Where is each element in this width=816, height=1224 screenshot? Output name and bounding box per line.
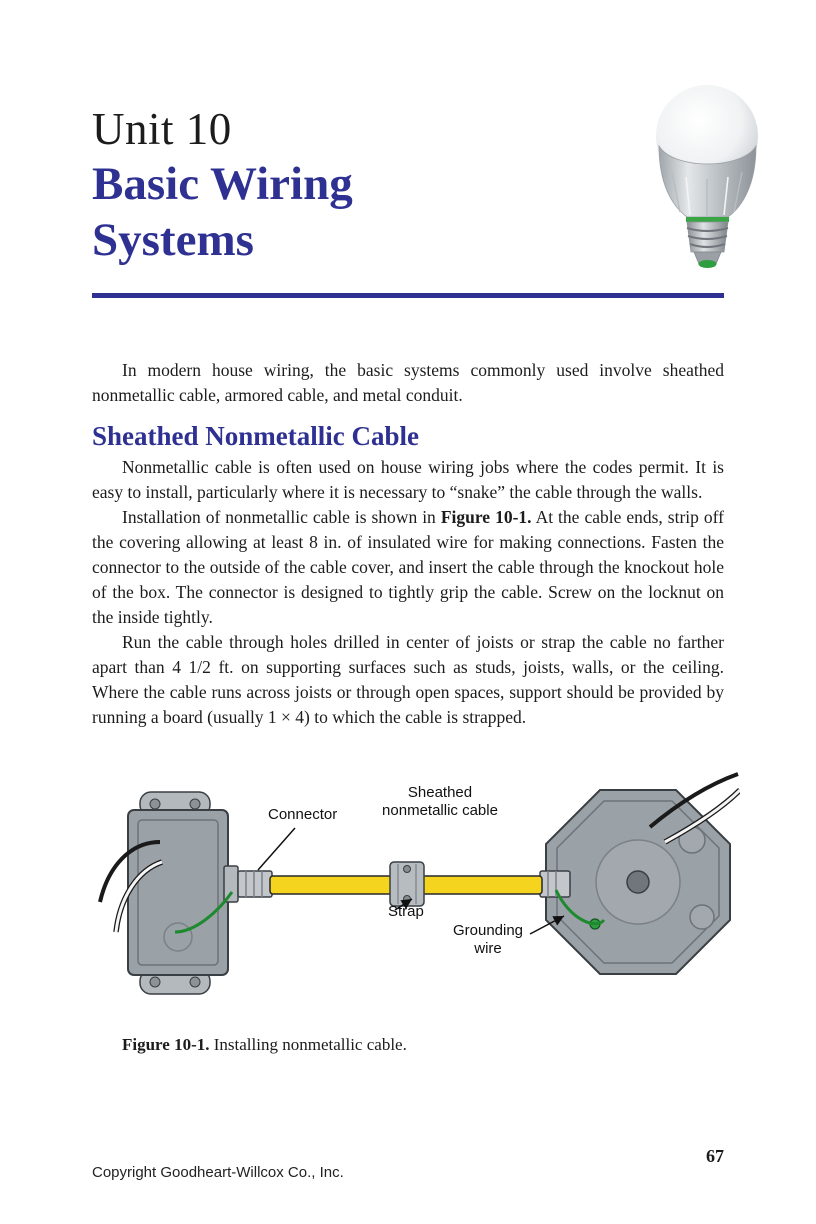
copyright-notice: Copyright Goodheart-Willcox Co., Inc. [92,1164,344,1181]
page-title: Basic Wiring Systems [92,156,724,269]
wiring-diagram [98,771,740,995]
page-content: Unit 10 Basic Wiring Systems In modern h… [92,0,740,1057]
left-box-wires [98,839,234,934]
switch-box [127,790,229,995]
label-grounding-wire: Grounding wire [452,921,524,958]
led-bulb-image [650,84,765,269]
callout-lines [257,827,565,935]
figure-caption-text: Installing nonmetallic cable. [213,1034,407,1054]
page-title-line2: Systems [92,214,254,267]
label-strap: Strap [388,902,424,920]
paragraph-2-post: At the cable ends, strip off the coverin… [92,506,724,627]
paragraph-2: Installation of nonmetallic cable is sho… [92,505,724,630]
page-number: 67 [706,1146,724,1166]
title-rule-divider [92,292,724,298]
intro-paragraph: In modern house wiring, the basic system… [92,359,724,405]
cable-connector-left [223,864,273,903]
figure-10-1: Connector Sheathed nonmetallic cable Str… [90,771,740,1012]
octagon-box [545,788,731,975]
unit-header: Unit 10 Basic Wiring Systems [92,104,724,298]
paragraph-1: Nonmetallic cable is often used on house… [92,456,724,502]
figure-caption: Figure 10-1. Installing nonmetallic cabl… [92,1032,724,1057]
led-bulb-svg [656,85,758,268]
label-connector: Connector [268,805,338,823]
right-box-wires [554,771,740,925]
body-text: In modern house wiring, the basic system… [92,358,740,1057]
paragraph-3: Run the cable through holes drilled in c… [92,631,724,727]
cable-connector-right [539,869,571,898]
page-title-line1: Basic Wiring [92,157,353,210]
cable-strap [389,860,425,907]
figure-caption-label: Figure 10-1. [122,1034,210,1054]
unit-label: Unit 10 [92,104,232,154]
figure-reference: Figure 10-1. [440,506,532,527]
paragraph-2-pre: Installation of nonmetallic cable is sho… [122,506,441,527]
label-sheathed-cable: Sheathed nonmetallic cable [382,783,498,820]
section-heading: Sheathed Nonmetallic Cable [92,420,419,451]
